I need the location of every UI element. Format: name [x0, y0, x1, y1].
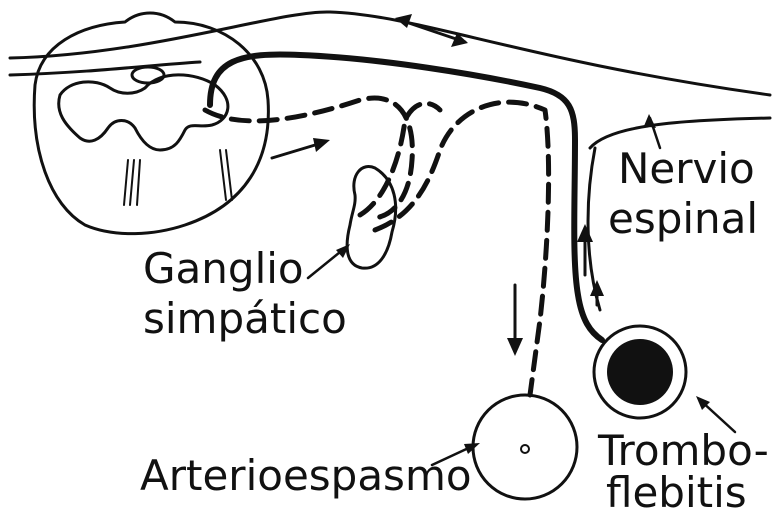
label-trombo: Trombo- [598, 430, 769, 472]
arrow-down-icon [507, 285, 523, 356]
vein-with-thrombus [594, 326, 686, 418]
sympathetic-ganglion [347, 167, 396, 269]
label-arterioespasmo: Arterioespasmo [140, 455, 472, 497]
artery-cross-section [473, 395, 577, 499]
spinal-cord-section [34, 13, 268, 234]
label-nervio: Nervio [618, 148, 755, 190]
label-flebitis: flebitis [606, 472, 747, 514]
arrow-right-icon [272, 138, 330, 158]
label-simpatico: simpático [143, 298, 347, 340]
bidirectional-arrow-icon [395, 14, 468, 47]
label-espinal: espinal [608, 198, 758, 240]
label-ganglio: Ganglio [143, 248, 304, 290]
